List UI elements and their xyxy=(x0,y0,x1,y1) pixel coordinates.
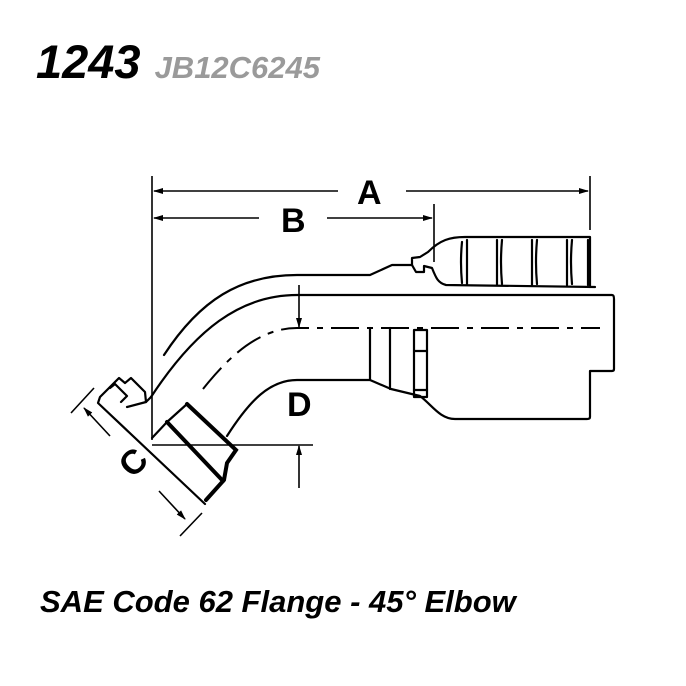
part-number: 1243 xyxy=(36,35,141,88)
caption: SAE Code 62 Flange - 45° Elbow xyxy=(40,584,516,619)
dimension-label-c: C xyxy=(112,441,156,485)
dimension-label-d: D xyxy=(287,386,312,424)
title: 1243 JB12C6245 xyxy=(36,34,320,89)
extension-lines xyxy=(151,176,591,440)
dimension-label-b: B xyxy=(281,202,306,240)
dimension-a: A xyxy=(153,174,589,212)
fitting-body xyxy=(96,235,616,506)
part-code: JB12C6245 xyxy=(154,50,321,85)
dimension-c: C xyxy=(70,387,203,537)
dimension-b: B xyxy=(153,202,433,240)
dimension-label-a: A xyxy=(357,174,382,212)
